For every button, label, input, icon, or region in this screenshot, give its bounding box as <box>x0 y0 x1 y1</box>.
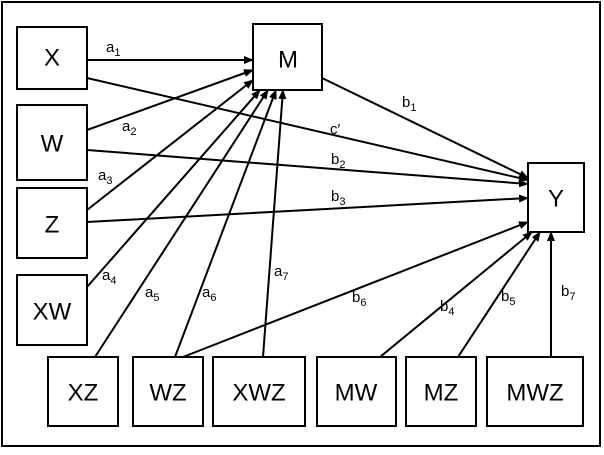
edge-mw-to-y <box>379 231 533 358</box>
label-b5: b5 <box>501 288 515 308</box>
label-a2: a2 <box>122 118 136 138</box>
nodes: X W Z XW M Y XZ WZ XWZ MW MZ MWZ <box>16 23 585 427</box>
node-xwz-box <box>212 356 306 427</box>
edge-xz-to-m <box>94 89 269 358</box>
node-xw-label: XW <box>33 299 72 326</box>
node-mwz-label: MWZ <box>506 380 563 407</box>
node-xz-label: XZ <box>68 380 99 407</box>
node-z-label: Z <box>45 212 60 239</box>
label-a1: a1 <box>106 39 120 59</box>
edge-mz-to-y <box>457 231 541 358</box>
edge-wz-to-m <box>174 89 277 358</box>
node-mw-box <box>316 356 397 427</box>
edge-xw-to-m <box>86 89 261 288</box>
node-mw-label: MW <box>335 380 378 407</box>
node-y-label: Y <box>548 186 564 213</box>
node-x-label: X <box>44 45 60 72</box>
node-mz-box <box>405 356 477 427</box>
edge-z-to-y <box>86 194 529 223</box>
label-b1: b1 <box>402 94 416 114</box>
label-a6: a6 <box>202 284 216 304</box>
label-b7: b7 <box>561 283 575 303</box>
node-wz-box <box>132 356 204 427</box>
node-w-box <box>16 104 88 181</box>
label-a7: a7 <box>274 263 288 283</box>
edge-m-to-y <box>321 77 529 179</box>
edge-x-to-y <box>86 77 529 182</box>
node-x-box <box>16 26 88 90</box>
label-a5: a5 <box>145 284 159 304</box>
node-m-box <box>252 23 323 91</box>
edge-z-to-m <box>86 79 254 211</box>
label-b4: b4 <box>440 298 454 318</box>
node-xz-box <box>47 356 119 427</box>
edge-w-to-y <box>86 149 529 188</box>
node-xwz-label: XWZ <box>232 380 285 407</box>
label-c-prime: c′ <box>330 121 341 138</box>
label-b6: b6 <box>352 289 366 309</box>
edges <box>86 56 555 358</box>
node-m-label: M <box>278 47 298 74</box>
node-xw-box <box>16 274 88 346</box>
node-w-label: W <box>41 131 64 158</box>
node-mz-label: MZ <box>424 380 459 407</box>
diagram-frame <box>1 1 601 447</box>
edge-wz-to-y <box>182 221 529 358</box>
label-a4: a4 <box>102 267 116 287</box>
node-z-box <box>16 187 88 259</box>
label-b3: b3 <box>331 188 345 208</box>
node-wz-label: WZ <box>149 380 186 407</box>
label-b2: b2 <box>331 151 345 171</box>
edge-w-to-m <box>86 69 254 131</box>
edge-xwz-to-m <box>262 89 287 358</box>
path-labels: a1 a2 a3 a4 a5 a6 a7 b1 c′ b2 b3 b6 b4 b… <box>98 39 575 318</box>
label-a3: a3 <box>98 167 112 187</box>
node-y-box <box>527 162 585 233</box>
node-mwz-box <box>486 356 584 427</box>
